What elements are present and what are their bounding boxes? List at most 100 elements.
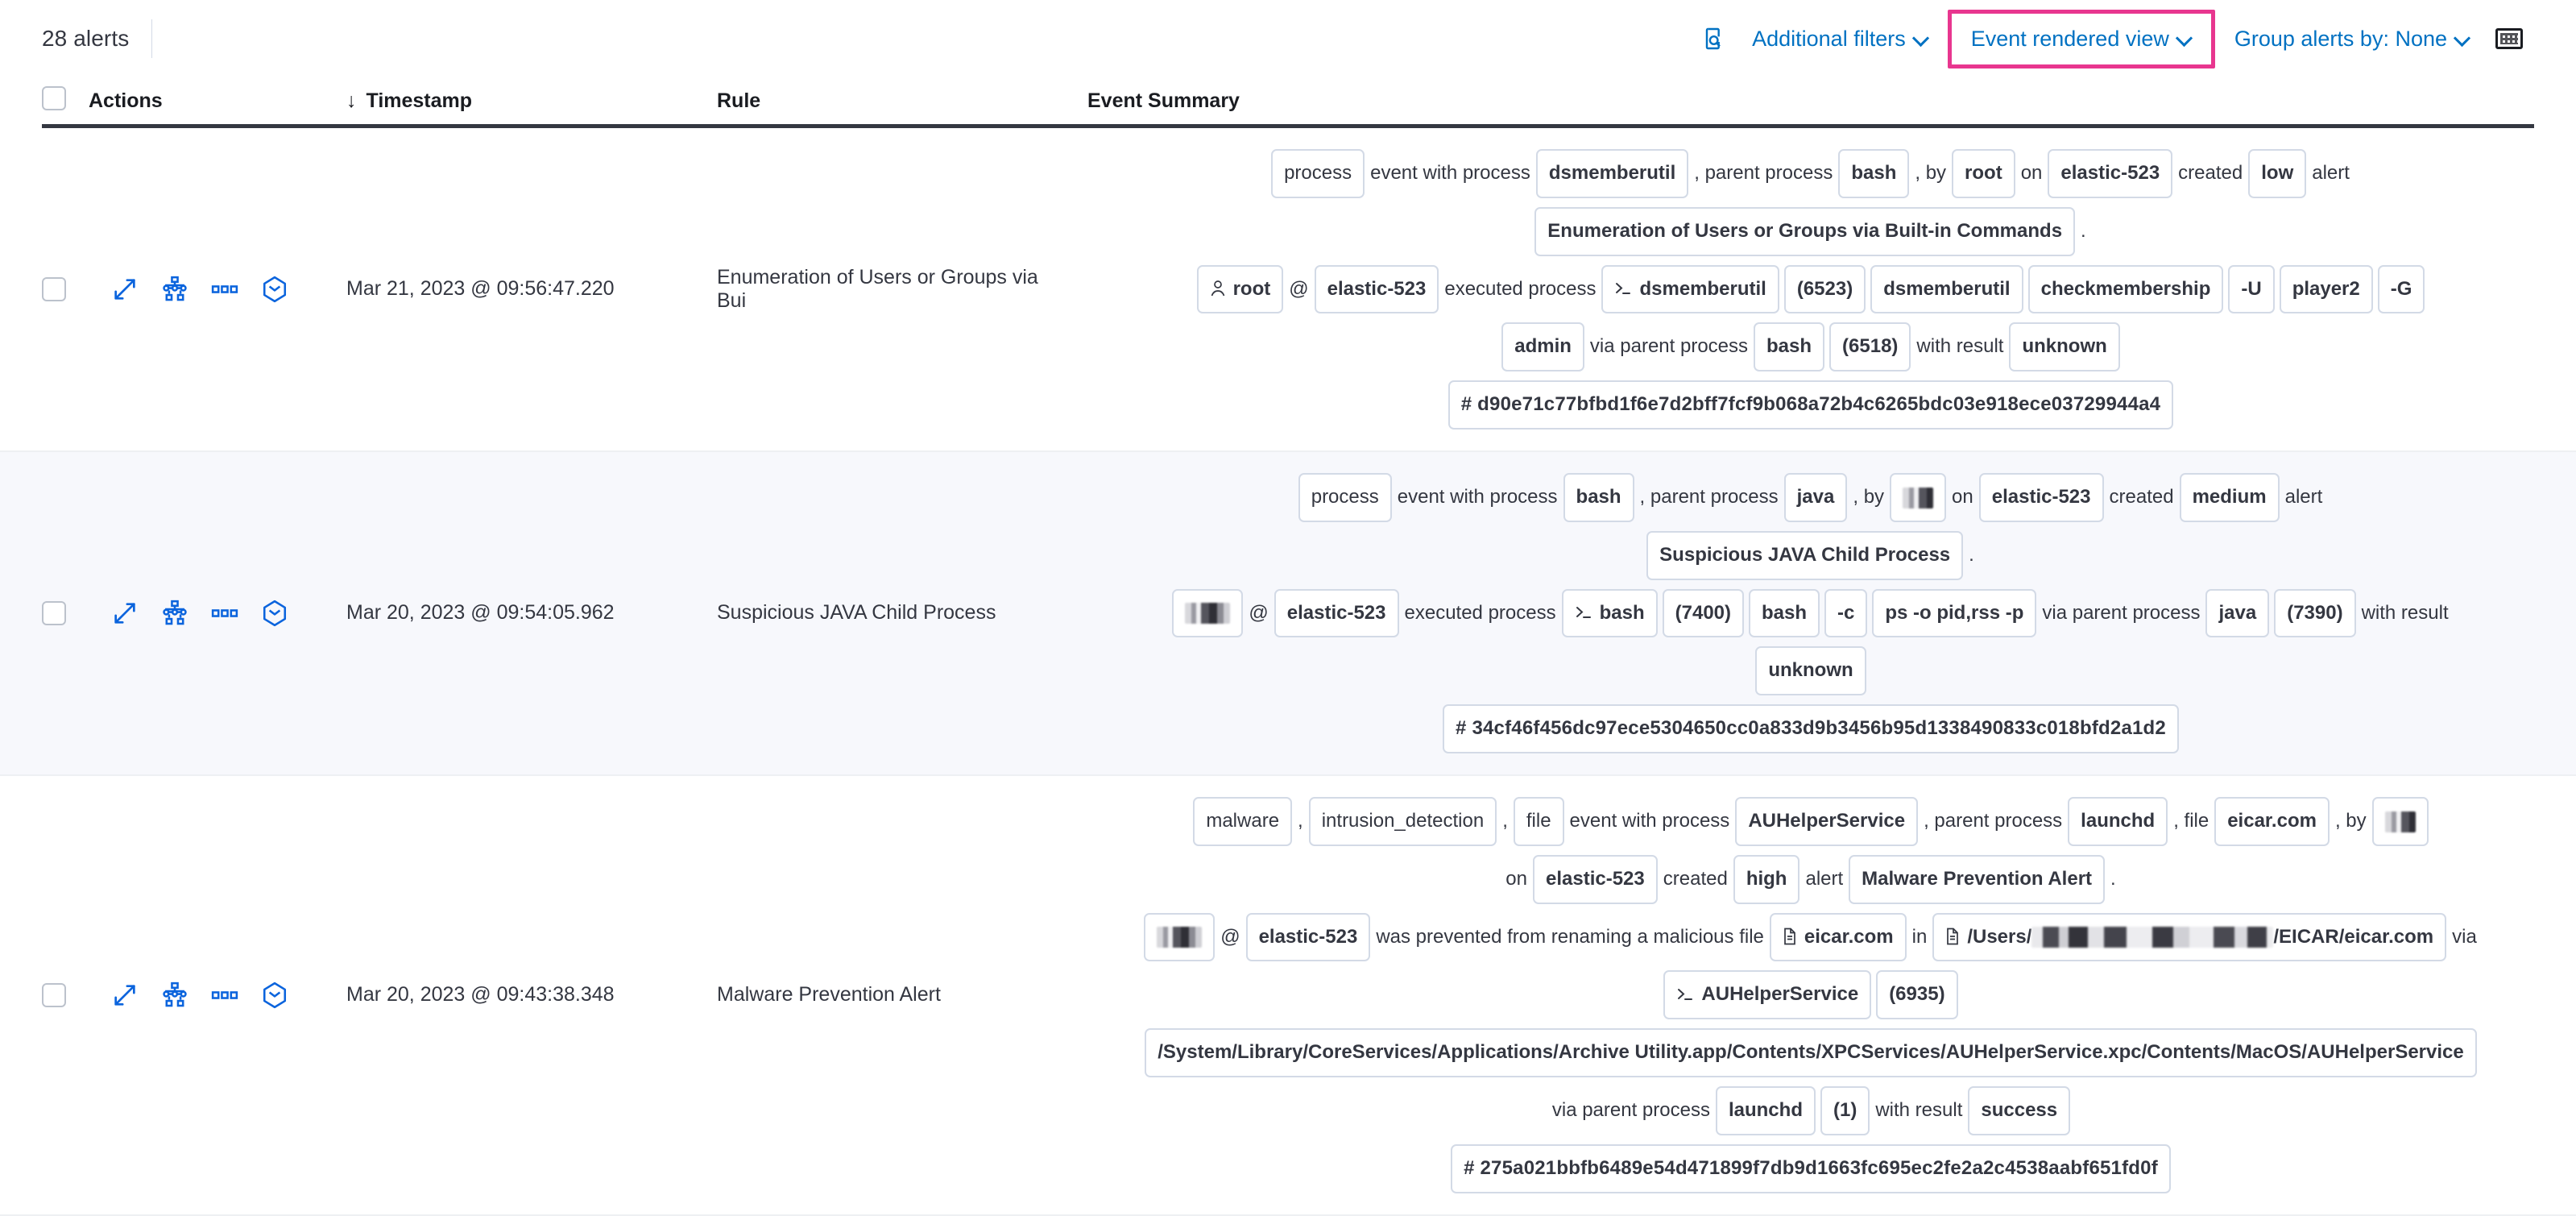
summary-token[interactable]: root xyxy=(1952,149,2015,198)
more-actions-icon[interactable] xyxy=(211,276,238,303)
summary-token[interactable]: dsmemberutil xyxy=(1870,264,2023,314)
summary-token[interactable]: AUHelperService xyxy=(1663,970,1872,1020)
row-select-checkbox[interactable] xyxy=(42,600,66,625)
summary-token[interactable]: root xyxy=(1196,264,1284,314)
summary-token[interactable]: success xyxy=(1968,1085,2071,1135)
analyzer-icon[interactable] xyxy=(161,982,188,1009)
group-alerts-by-button[interactable]: Group alerts by: None xyxy=(2220,15,2484,63)
summary-token[interactable]: launchd xyxy=(1715,1085,1816,1135)
summary-token[interactable]: medium xyxy=(2179,472,2280,522)
summary-token[interactable]: elastic-523 xyxy=(1532,854,1658,904)
summary-token[interactable]: elastic-523 xyxy=(2048,149,2173,198)
inspect-icon[interactable] xyxy=(1689,18,1737,60)
session-view-icon[interactable] xyxy=(261,276,288,303)
summary-token[interactable] xyxy=(1890,472,1947,522)
summary-token[interactable] xyxy=(1144,912,1216,962)
summary-token[interactable]: /System/Library/CoreServices/Application… xyxy=(1145,1028,2477,1077)
summary-token[interactable]: high xyxy=(1733,854,1800,904)
token-label: root xyxy=(1232,277,1271,300)
summary-token[interactable]: bash xyxy=(1749,588,1820,638)
summary-token[interactable]: ps -o pid,rss -p xyxy=(1872,588,2037,638)
summary-line: # 275a021bbfb6489e54d471899f7db9d1663fc6… xyxy=(1087,1142,2534,1196)
event-rendered-view-button[interactable]: Event rendered view xyxy=(1957,15,2206,63)
summary-token[interactable]: elastic-523 xyxy=(1245,912,1371,962)
summary-line: # d90e71c77bfbd1f6e7d2bff7fcf9b068a72b4c… xyxy=(1087,378,2534,432)
summary-token[interactable]: java xyxy=(1783,472,1848,522)
summary-text: @ xyxy=(1289,277,1309,300)
summary-token[interactable]: process xyxy=(1271,149,1365,198)
summary-token[interactable]: (7390) xyxy=(2274,588,2356,638)
additional-filters-button[interactable]: Additional filters xyxy=(1737,15,1943,63)
summary-token[interactable]: eicar.com xyxy=(1769,912,1907,962)
event-rendered-view-highlight: Event rendered view xyxy=(1947,9,2215,68)
summary-token[interactable]: unknown xyxy=(1755,646,1866,696)
summary-token[interactable]: bash xyxy=(1563,472,1634,522)
expand-icon[interactable] xyxy=(111,982,139,1009)
expand-icon[interactable] xyxy=(111,276,139,303)
summary-token[interactable]: elastic-523 xyxy=(1274,588,1399,638)
summary-token[interactable]: bash xyxy=(1754,322,1825,372)
summary-token[interactable]: admin xyxy=(1501,322,1584,372)
summary-token[interactable]: AUHelperService xyxy=(1735,796,1919,846)
row-select-checkbox[interactable] xyxy=(42,982,66,1007)
token-label: (6523) xyxy=(1796,277,1853,300)
summary-token[interactable]: elastic-523 xyxy=(1978,472,2104,522)
summary-text: via parent process xyxy=(1589,335,1749,358)
summary-token[interactable]: -c xyxy=(1824,588,1868,638)
analyzer-icon[interactable] xyxy=(161,600,188,627)
summary-token[interactable]: Malware Prevention Alert xyxy=(1849,854,2106,904)
summary-token[interactable]: -G xyxy=(2377,264,2425,314)
row-select-checkbox[interactable] xyxy=(42,276,66,301)
more-actions-icon[interactable] xyxy=(211,600,238,627)
summary-token[interactable]: checkmembership xyxy=(2027,264,2224,314)
keyboard-shortcuts-button[interactable] xyxy=(2484,20,2534,57)
more-actions-icon[interactable] xyxy=(211,982,238,1009)
summary-token[interactable]: malware xyxy=(1193,796,1293,846)
summary-token[interactable]: unknown xyxy=(2009,322,2120,372)
summary-token[interactable]: dsmemberutil xyxy=(1535,149,1689,198)
summary-token[interactable] xyxy=(1172,588,1244,638)
token-label: low xyxy=(2261,162,2294,184)
summary-token[interactable]: bash xyxy=(1561,588,1658,638)
token-label: bash xyxy=(1766,335,1812,358)
summary-token[interactable]: elastic-523 xyxy=(1314,264,1439,314)
file-icon xyxy=(1783,928,1797,945)
summary-token[interactable]: dsmemberutil xyxy=(1601,264,1779,314)
session-view-icon[interactable] xyxy=(261,982,288,1009)
summary-token[interactable]: (1) xyxy=(1820,1085,1870,1135)
summary-token[interactable]: eicar.com xyxy=(2214,796,2330,846)
summary-token[interactable]: (6935) xyxy=(1876,970,1958,1020)
summary-token[interactable]: low xyxy=(2248,149,2307,198)
summary-token[interactable]: Enumeration of Users or Groups via Built… xyxy=(1534,206,2076,256)
select-all-checkbox[interactable] xyxy=(42,85,66,110)
summary-token[interactable]: (7400) xyxy=(1662,588,1744,638)
summary-text: , parent process xyxy=(1924,809,2063,832)
summary-token[interactable]: bash xyxy=(1838,149,1910,198)
summary-token[interactable]: launchd xyxy=(2068,796,2168,846)
expand-icon[interactable] xyxy=(111,600,139,627)
summary-token[interactable] xyxy=(2371,796,2429,846)
summary-token[interactable]: java xyxy=(2205,588,2270,638)
analyzer-icon[interactable] xyxy=(161,276,188,303)
summary-token[interactable]: file xyxy=(1513,796,1564,846)
summary-token[interactable]: player2 xyxy=(2279,264,2373,314)
column-header-timestamp[interactable]: ↓ Timestamp xyxy=(346,89,717,113)
summary-token[interactable]: Suspicious JAVA Child Process xyxy=(1646,530,1964,580)
summary-token[interactable]: (6523) xyxy=(1783,264,1866,314)
summary-text: on xyxy=(2020,162,2043,184)
summary-token[interactable]: process xyxy=(1298,472,1392,522)
chevron-down-icon xyxy=(2455,31,2470,46)
summary-token[interactable]: # 34cf46f456dc97ece5304650cc0a833d9b3456… xyxy=(1443,704,2179,753)
summary-token[interactable]: -U xyxy=(2228,264,2275,314)
summary-token[interactable]: (6518) xyxy=(1829,322,1911,372)
summary-text: . xyxy=(2110,867,2116,890)
summary-token[interactable]: # 275a021bbfb6489e54d471899f7db9d1663fc6… xyxy=(1451,1143,2171,1193)
token-label: eicar.com xyxy=(1804,925,1894,948)
summary-token[interactable]: intrusion_detection xyxy=(1308,796,1497,846)
summary-token[interactable]: # d90e71c77bfbd1f6e7d2bff7fcf9b068a72b4c… xyxy=(1447,380,2174,430)
summary-token[interactable]: /Users//EICAR/eicar.com xyxy=(1932,912,2447,962)
session-view-icon[interactable] xyxy=(261,600,288,627)
